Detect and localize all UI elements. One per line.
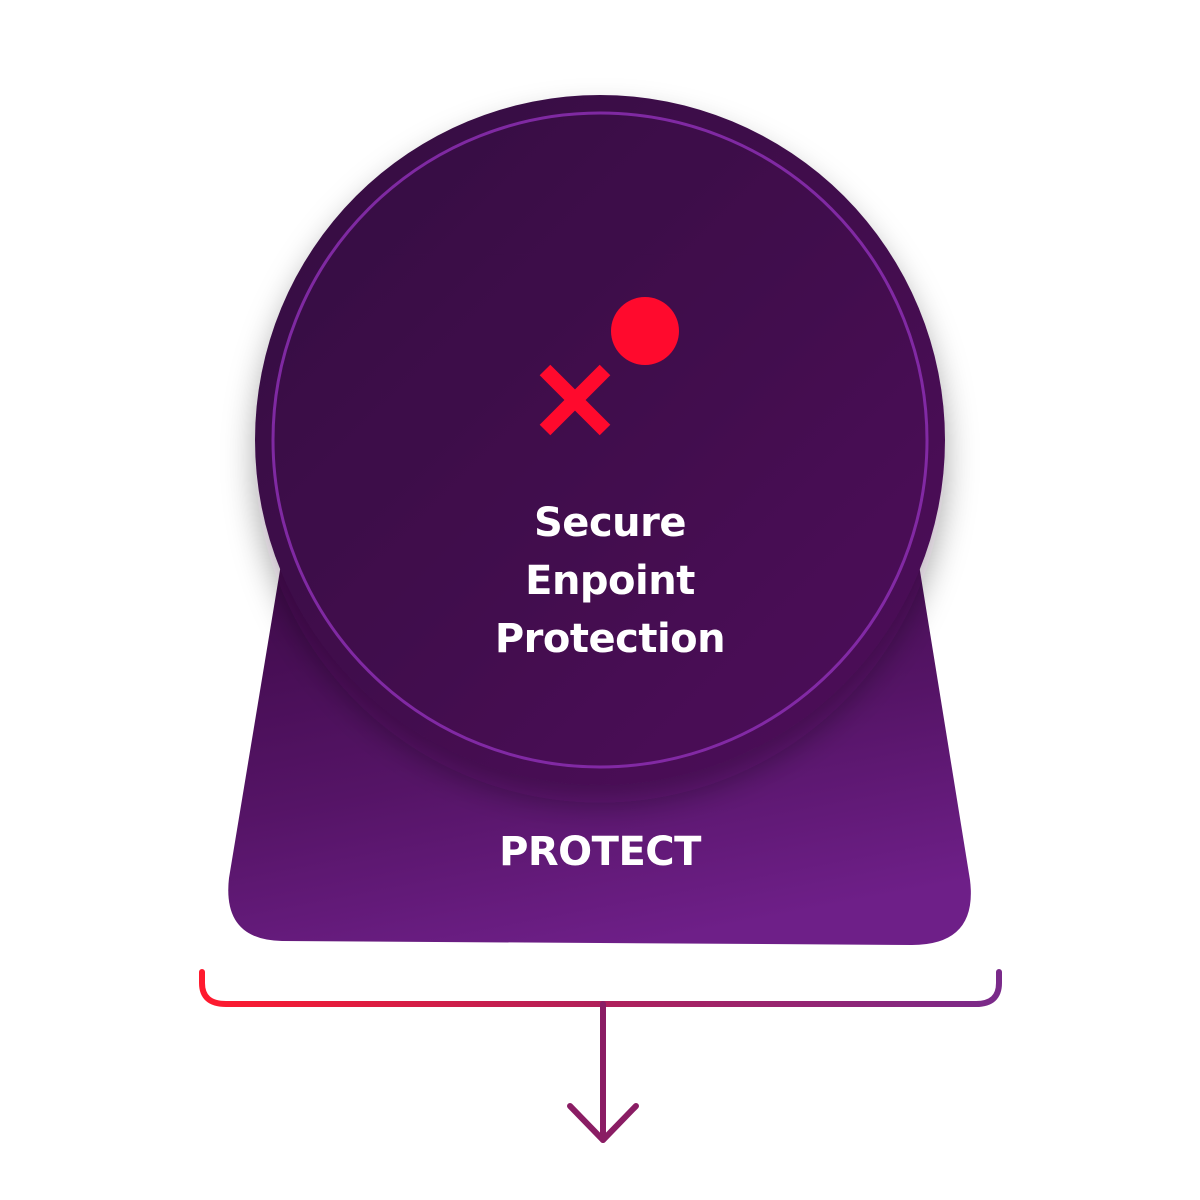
bracket-line <box>199 969 1002 1007</box>
circle-title-line-1: Secure <box>534 500 686 546</box>
circle-title: Secure Enpoint Protection <box>430 494 790 668</box>
main-circle <box>255 95 945 785</box>
circle-title-line-2: Enpoint <box>525 558 695 604</box>
x-mark-icon <box>539 364 611 436</box>
protect-label: PROTECT <box>499 829 701 875</box>
inner-ring <box>271 111 929 769</box>
circle-title-line-3: Protection <box>494 616 726 662</box>
down-arrow-icon <box>567 1001 639 1143</box>
red-dot-icon <box>611 297 679 365</box>
